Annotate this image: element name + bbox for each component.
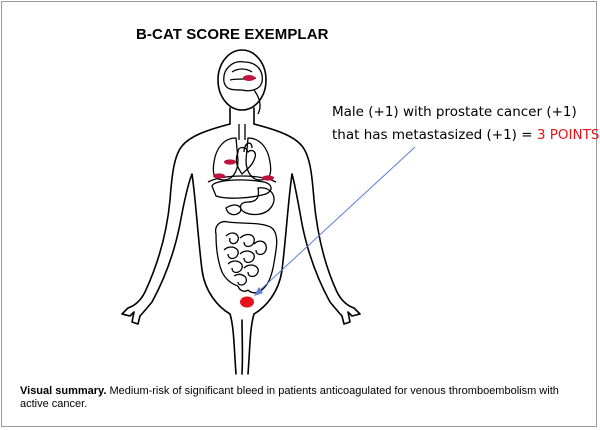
score-annotation: Male (+1) with prostate cancer (+1) that… bbox=[332, 101, 599, 147]
arrow-line bbox=[257, 146, 416, 293]
caption-text: Medium-risk of significant bleed in pati… bbox=[20, 385, 559, 410]
arrow-head bbox=[254, 287, 263, 296]
aorta bbox=[243, 142, 253, 153]
annotation-line-2: that has metastasized (+1) = 3 POINTS bbox=[332, 124, 599, 147]
lung-metastasis-mark-1 bbox=[224, 159, 236, 165]
liver-metastasis-mark bbox=[262, 175, 274, 181]
annotation-line-2-prefix: that has metastasized (+1) = bbox=[332, 127, 537, 143]
annotation-line-1: Male (+1) with prostate cancer (+1) bbox=[332, 104, 577, 120]
annotation-arrow bbox=[254, 146, 416, 296]
body-outline-right bbox=[247, 123, 361, 375]
neck-outline bbox=[229, 107, 255, 125]
large-intestine bbox=[214, 220, 278, 294]
trachea bbox=[238, 124, 246, 140]
large-intestine-left bbox=[215, 233, 239, 287]
pelvic-outline bbox=[237, 285, 249, 292]
body-outline-left bbox=[121, 123, 237, 375]
diagram-title: B-CAT SCORE EXEMPLAR bbox=[136, 26, 329, 43]
pancreas bbox=[225, 204, 242, 216]
head-outline bbox=[217, 49, 267, 111]
lung-right bbox=[245, 137, 272, 181]
brain-metastasis-mark bbox=[243, 75, 255, 81]
caption-lead: Visual summary. bbox=[20, 385, 107, 397]
lung-metastasis-mark-2 bbox=[213, 173, 225, 179]
spinal-cord bbox=[253, 89, 261, 115]
total-points: 3 POINTS bbox=[536, 127, 600, 143]
figure-caption: Visual summary. Medium-risk of significa… bbox=[20, 385, 588, 411]
brain-outline bbox=[223, 61, 263, 92]
heart bbox=[235, 146, 256, 175]
prostate-cancer-mark bbox=[240, 296, 254, 308]
liver bbox=[211, 179, 272, 199]
small-intestine bbox=[223, 232, 267, 286]
stomach bbox=[239, 187, 275, 216]
